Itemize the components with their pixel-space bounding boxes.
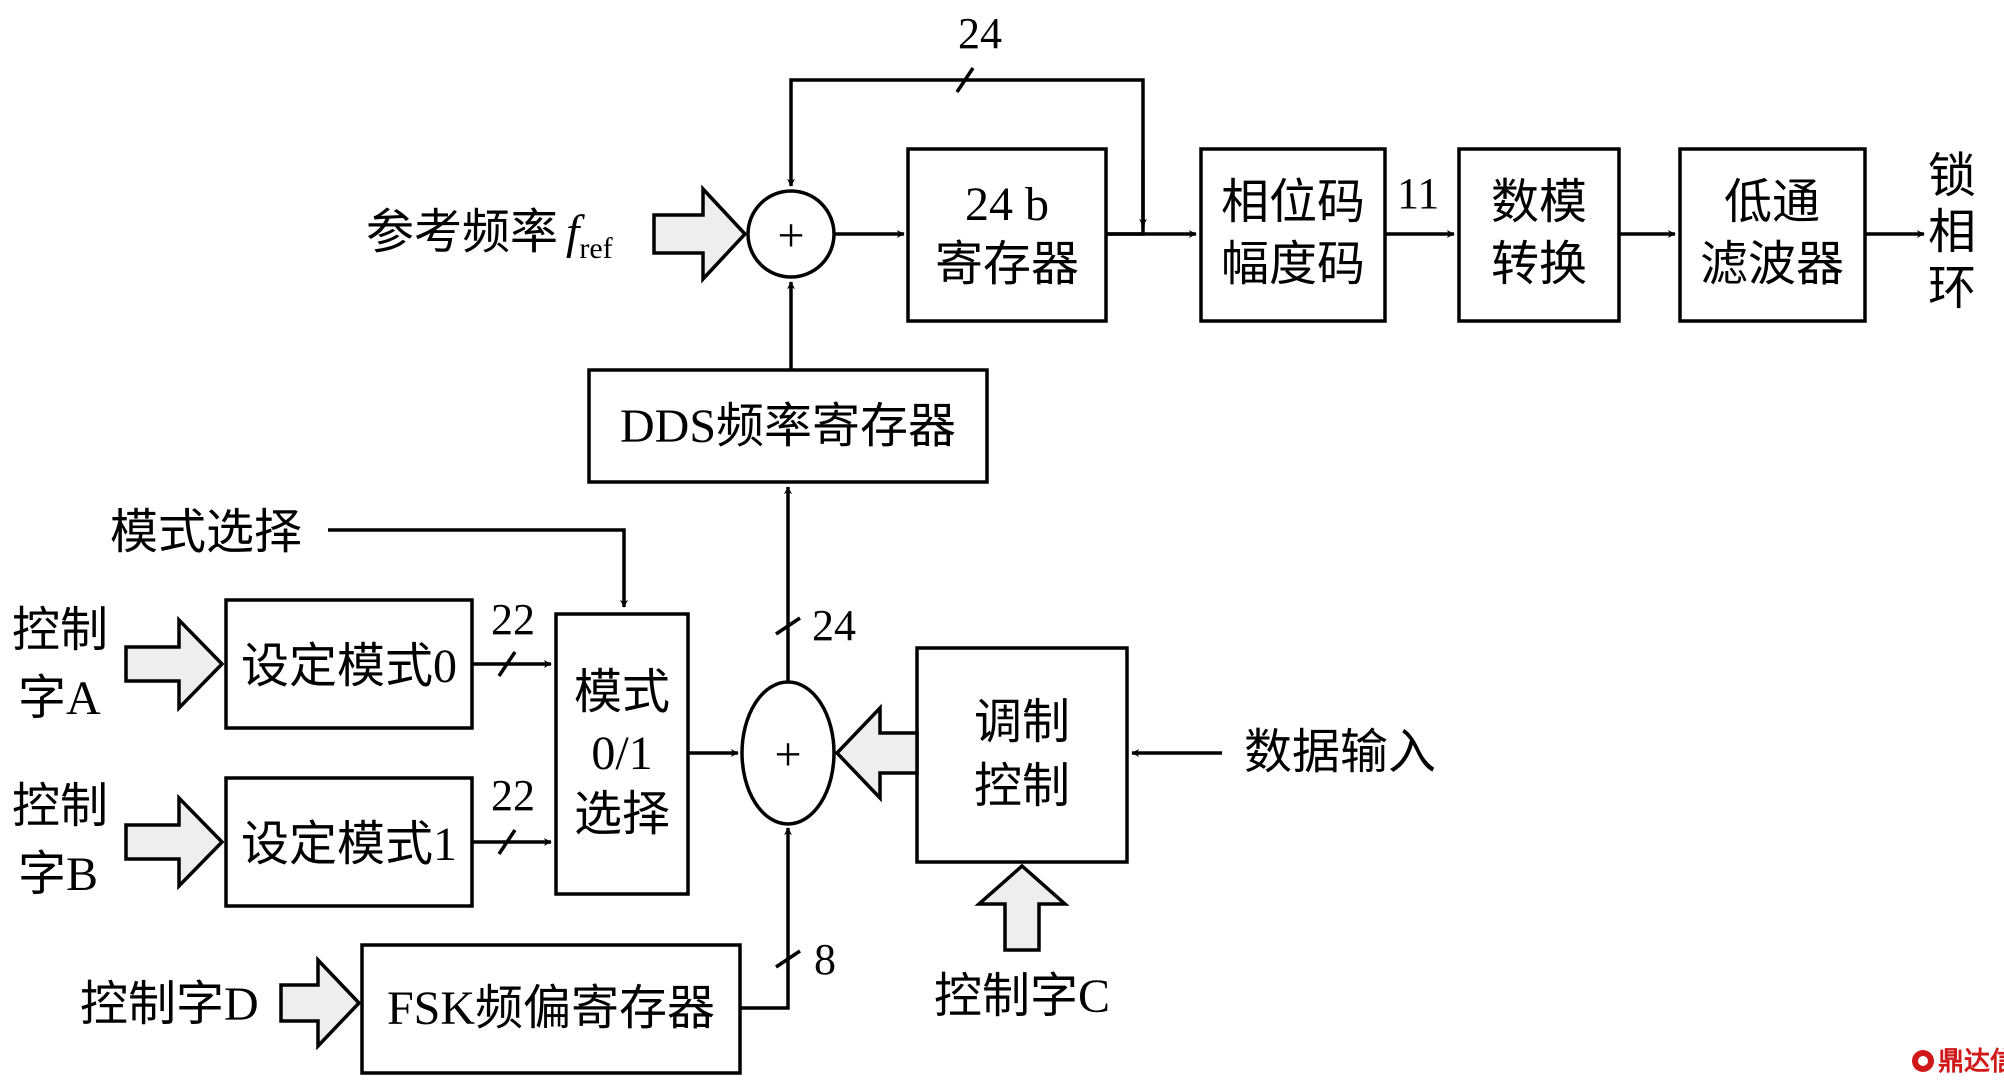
register-24b-label-2: 寄存器 (935, 238, 1079, 291)
dac-label-1: 数模 (1491, 176, 1587, 229)
ctrl-word-d-arrow (279, 955, 362, 1051)
pll-label-3: 环 (1928, 262, 1976, 315)
mode-select-label-2: 0/1 (591, 727, 652, 780)
mode-select-label: 模式选择 (110, 506, 302, 559)
ctrl-word-b-label-2: 字B (18, 848, 98, 901)
lpf-label-2: 滤波器 (1700, 238, 1844, 291)
modulation-control-label-2: 控制 (974, 760, 1070, 813)
data-input-label: 数据输入 (1244, 726, 1436, 779)
phase-amplitude-label-1: 相位码 (1221, 176, 1365, 229)
mode0-bus-tick (497, 651, 517, 677)
dac-block (1457, 147, 1621, 323)
fsk-offset-register (360, 943, 742, 1075)
wire-fsk-to-adder (740, 827, 792, 1010)
set-mode-0-label: 设定模式0 (241, 640, 457, 693)
ctrl-word-a-label-2: 字A (18, 672, 101, 725)
feedback-bus-width: 24 (958, 9, 1002, 58)
mode1-bus-tick (497, 829, 517, 855)
phase-amplitude-block (1199, 147, 1387, 323)
ctrl-word-b-label-1: 控制 (12, 780, 108, 833)
fsk-offset-register-label: FSK频偏寄存器 (387, 982, 715, 1035)
ctrl-word-c-arrow (974, 863, 1070, 952)
dac-label-2: 转换 (1491, 238, 1587, 291)
ctrl-word-a-arrow (124, 615, 225, 713)
sum-bus-width: 24 (812, 601, 856, 650)
fsk-bus-width: 8 (814, 935, 836, 984)
phase-amplitude-label-2: 幅度码 (1221, 238, 1365, 291)
fsk-bus-tick (775, 949, 801, 969)
mode-select-label-3: 选择 (574, 788, 670, 841)
pll-label-1: 锁 (1928, 150, 1976, 203)
modulation-to-adder-arrow (834, 703, 919, 803)
watermark-text: 鼎达信 (1938, 1047, 2004, 1077)
mode1-bus-width: 22 (491, 771, 535, 820)
ctrl-word-c-label: 控制字C (934, 970, 1110, 1023)
register-24b-label-1: 24 b (965, 178, 1049, 231)
ref-freq-input-arrow (652, 184, 748, 284)
sum-bus-tick (775, 616, 801, 636)
feedback-bus-tick (955, 67, 975, 93)
mode-select-label-1: 模式 (574, 666, 670, 719)
dds-frequency-register (587, 368, 989, 484)
set-mode-0-block (224, 598, 474, 730)
dds-frequency-register-label: DDS频率寄存器 (620, 400, 956, 453)
ctrl-word-b-arrow (124, 793, 225, 891)
wire-mode-select (328, 528, 628, 608)
ctrl-word-a-label-1: 控制 (12, 604, 108, 657)
pll-label-2: 相 (1928, 206, 1976, 259)
modulation-control-label-1: 调制 (974, 696, 1070, 749)
register-24b (906, 147, 1108, 323)
lpf-label-1: 低通 (1724, 176, 1820, 229)
modulation-control-block (915, 646, 1129, 864)
ctrl-word-d-label: 控制字D (80, 978, 259, 1031)
mode0-bus-width: 22 (491, 595, 535, 644)
phase-bus-width: 11 (1397, 169, 1439, 218)
low-pass-filter-block (1678, 147, 1867, 323)
set-mode-1-label: 设定模式1 (241, 818, 457, 871)
watermark: 鼎达信 (1912, 1047, 2004, 1077)
phase-adder-symbol: + (777, 209, 804, 262)
set-mode-1-block (224, 776, 474, 908)
frequency-adder-symbol: + (774, 728, 801, 781)
